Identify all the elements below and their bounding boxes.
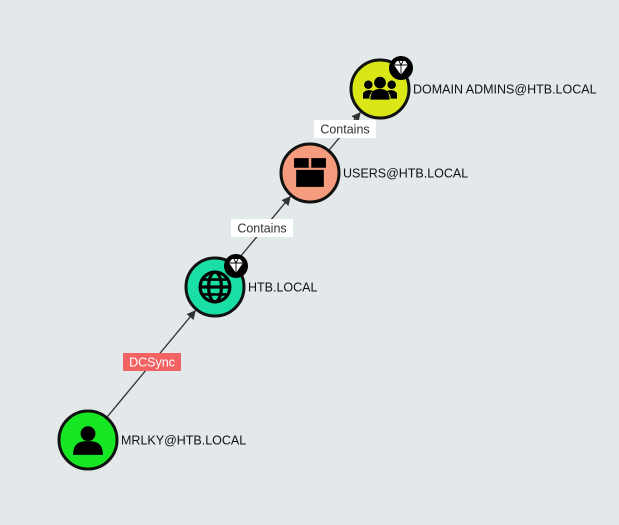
node-label: MRLKY@HTB.LOCAL <box>121 434 246 448</box>
edge-label-background <box>314 120 376 138</box>
gem-icon <box>389 56 413 80</box>
edge-label-text: Contains <box>237 222 286 236</box>
gem-icon <box>224 254 248 278</box>
box-icon <box>294 158 326 187</box>
edge-label-background <box>231 219 293 237</box>
nodes-layer: MRLKY@HTB.LOCALHTB.LOCALUSERS@HTB.LOCALD… <box>57 56 597 471</box>
node-label: USERS@HTB.LOCAL <box>343 167 468 181</box>
node-label: DOMAIN ADMINS@HTB.LOCAL <box>413 83 597 97</box>
edge-label-background <box>123 353 181 371</box>
node-label: HTB.LOCAL <box>248 281 318 295</box>
edge-label-text: DCSync <box>129 356 175 370</box>
edge-label-contains[interactable]: Contains <box>314 120 376 138</box>
edge-label-contains[interactable]: Contains <box>231 219 293 237</box>
node-group[interactable]: DOMAIN ADMINS@HTB.LOCAL <box>349 56 597 120</box>
node-user[interactable]: MRLKY@HTB.LOCAL <box>57 409 246 471</box>
node-domain[interactable]: HTB.LOCAL <box>184 254 318 318</box>
edge-label-dcsync[interactable]: DCSync <box>123 353 181 371</box>
node-ou[interactable]: USERS@HTB.LOCAL <box>279 142 468 204</box>
edge-label-text: Contains <box>320 123 369 137</box>
